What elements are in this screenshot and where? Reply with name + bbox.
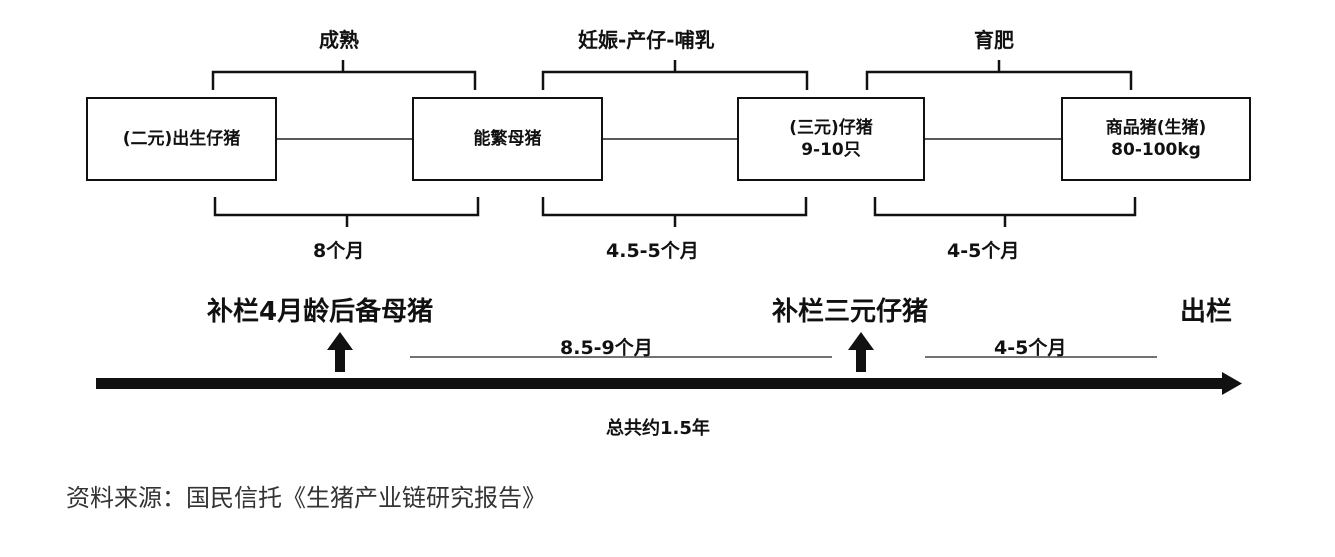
event-label-replenish-piglets: 补栏三元仔猪: [772, 297, 929, 327]
phase-label-maturity: 成熟: [319, 28, 359, 52]
stage-label: 商品猪(生猪): [1105, 118, 1207, 138]
stage-box-breeding-sow: 能繁母猪: [412, 97, 603, 181]
phase-label-fattening: 育肥: [974, 28, 1014, 52]
stage-sublabel: 9-10只: [801, 140, 861, 160]
bottom-brace: [541, 197, 808, 227]
timeline-arrow: [96, 372, 1242, 395]
stage-label: (三元)仔猪: [789, 118, 873, 138]
source-caption: 资料来源：国民信托《生猪产业链研究报告》: [66, 484, 546, 512]
top-brace: [541, 60, 809, 90]
event-label-replenish-sows: 补栏4月龄后备母猪: [207, 297, 434, 327]
stage-label: 能繁母猪: [473, 129, 542, 149]
up-arrow: [327, 332, 353, 372]
bottom-brace: [213, 197, 480, 227]
span-label: 8.5-9个月: [560, 337, 653, 359]
stage-box-commercial-pig: 商品猪(生猪) 80-100kg: [1061, 97, 1251, 181]
span-label: 4-5个月: [994, 337, 1067, 359]
top-brace: [211, 60, 477, 90]
duration-label: 4-5个月: [947, 240, 1020, 262]
stage-box-ternary-piglet: (三元)仔猪 9-10只: [737, 97, 925, 181]
phase-label-gestation: 妊娠-产仔-哺乳: [578, 28, 715, 52]
event-label-slaughter: 出栏: [1180, 297, 1233, 327]
top-brace: [865, 60, 1133, 90]
stage-label: (二元)出生仔猪: [122, 129, 241, 149]
up-arrow: [848, 332, 874, 372]
bottom-brace: [873, 197, 1137, 227]
total-duration-label: 总共约1.5年: [606, 418, 710, 439]
stage-box-birth-piglet: (二元)出生仔猪: [86, 97, 277, 181]
stage-sublabel: 80-100kg: [1111, 140, 1201, 160]
duration-label: 8个月: [313, 240, 365, 262]
duration-label: 4.5-5个月: [606, 240, 699, 262]
